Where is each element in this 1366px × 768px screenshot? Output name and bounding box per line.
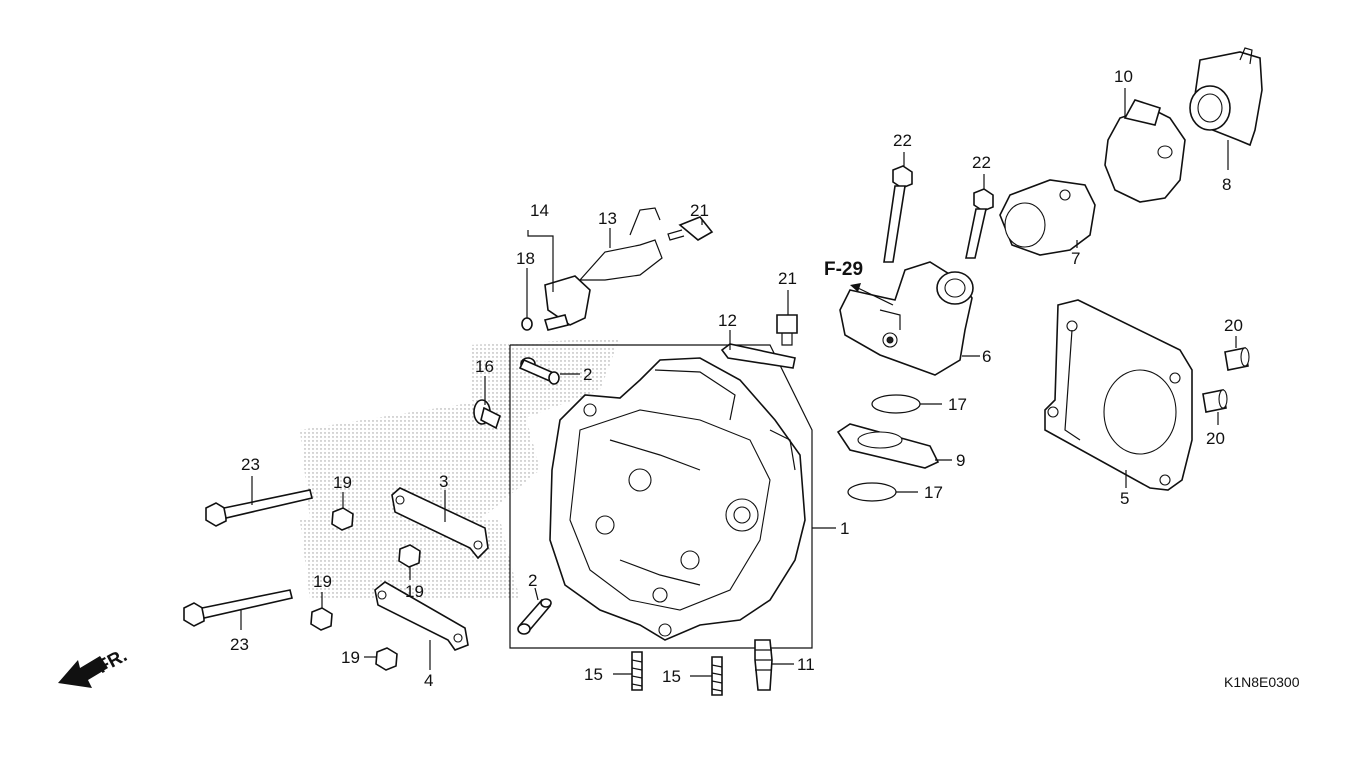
callout-3: 3: [439, 472, 448, 491]
front-direction-arrow: [58, 656, 108, 688]
callout-18: 18: [516, 249, 535, 268]
callout-12: 12: [718, 311, 737, 330]
callout-15-left: 15: [584, 665, 603, 684]
intake-joint: [999, 179, 1096, 256]
reference-label: F-29: [824, 259, 863, 280]
bolt-22-left: [883, 165, 913, 263]
callout-15-right: 15: [662, 667, 681, 686]
callout-19-b: 19: [405, 582, 424, 601]
callout-21-upper: 21: [690, 201, 709, 220]
callout-19-d: 19: [341, 648, 360, 667]
callout-10: 10: [1114, 67, 1133, 86]
chain-guide-plate-upper: [391, 487, 489, 560]
o-ring-18: [521, 317, 533, 331]
stud-bolt-2: [711, 656, 723, 696]
bolt-23-upper: [205, 489, 313, 527]
nut-19-b: [398, 544, 421, 568]
nut-19-d: [375, 647, 398, 671]
cylinder-head: [549, 357, 806, 641]
callout-23-lower: 23: [230, 635, 249, 654]
callout-8: 8: [1222, 175, 1231, 194]
callout-4: 4: [424, 671, 433, 690]
callout-23-upper: 23: [241, 455, 260, 474]
leader-lines: [240, 88, 1237, 677]
callout-17-lower: 17: [924, 483, 943, 502]
bolt-21-lower: [776, 314, 798, 346]
band-clamp: [1104, 99, 1186, 203]
throttle-body: [1189, 47, 1263, 147]
callout-19-a: 19: [333, 473, 352, 492]
o-ring-17-lower: [847, 482, 897, 502]
callout-20-upper: 20: [1224, 316, 1243, 335]
nut-19-a: [331, 507, 354, 531]
stud-bolt-1: [631, 651, 643, 691]
callout-22-left: 22: [893, 131, 912, 150]
dowel-pin-lower: [517, 598, 552, 635]
bolt-21-upper: [667, 216, 714, 241]
flange-gasket: [836, 423, 940, 469]
callout-17-upper: 17: [948, 395, 967, 414]
bolt-23-lower: [183, 589, 293, 627]
dowel-20-lower: [1202, 389, 1228, 413]
intake-insulator: [839, 261, 974, 376]
diagram-code: K1N8E0300: [1224, 674, 1300, 690]
callout-7: 7: [1071, 249, 1080, 268]
callout-13: 13: [598, 209, 617, 228]
spark-plug: [754, 639, 773, 691]
reference-arrow: [850, 283, 894, 306]
bolt-22-right: [965, 188, 994, 259]
callout-5: 5: [1120, 489, 1129, 508]
callout-2-lower: 2: [528, 571, 537, 590]
callout-14: 14: [530, 201, 549, 220]
nut-19-c: [310, 607, 333, 631]
callout-11: 11: [797, 655, 815, 674]
callout-16: 16: [475, 357, 494, 376]
callout-20-lower: 20: [1206, 429, 1225, 448]
callout-9: 9: [956, 451, 965, 470]
callout-19-c: 19: [313, 572, 332, 591]
callout-6: 6: [982, 347, 991, 366]
callout-2-upper: 2: [583, 365, 592, 384]
callout-21-lower: 21: [778, 269, 797, 288]
cylinder-head-outline-box: [509, 344, 813, 649]
o-ring-17-upper: [871, 394, 921, 414]
chain-guide-plate-lower: [374, 581, 469, 651]
dowel-20-upper: [1224, 347, 1250, 371]
bolt-16: [473, 399, 501, 430]
callout-1: 1: [840, 519, 849, 538]
cylinder-gasket: [1044, 299, 1193, 491]
wire-clamp: [578, 207, 663, 281]
dowel-pin-upper: [518, 357, 560, 385]
temperature-sensor: [543, 275, 591, 331]
bracket: [720, 343, 796, 369]
callout-22-right: 22: [972, 153, 991, 172]
